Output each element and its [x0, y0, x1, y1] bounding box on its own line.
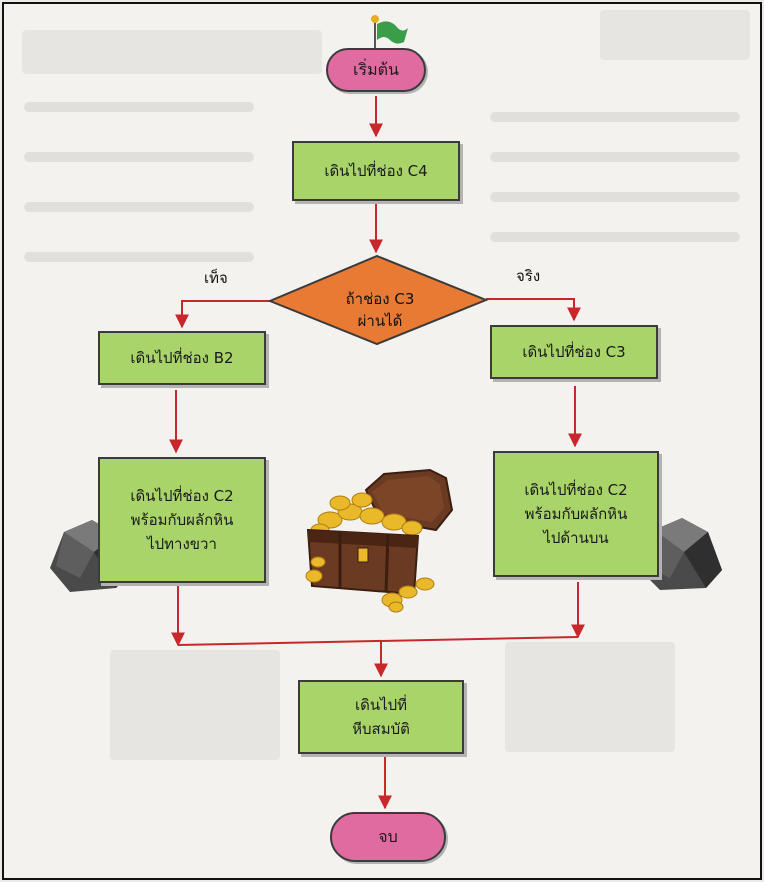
- process-box-false-c2: เดินไปที่ช่อง C2 พร้อมกับผลักหิน ไปทางขว…: [98, 457, 266, 583]
- process-box-treasure: เดินไปที่ หีบสมบัติ: [298, 680, 464, 754]
- end-label: จบ: [378, 826, 398, 846]
- process-line-2: พร้อมกับผลักหิน: [524, 505, 628, 523]
- process-line-1: เดินไปที่: [354, 696, 408, 714]
- process-line-2: หีบสมบัติ: [352, 720, 410, 738]
- arrow-decision-to-false: [175, 300, 270, 329]
- background-faded-text: [490, 232, 740, 242]
- decision-line-1: ถ้าช่อง C3: [345, 290, 415, 308]
- process-line-1: เดินไปที่ช่อง C2: [130, 487, 234, 505]
- background-faded-block: [600, 10, 750, 60]
- background-faded-text: [490, 192, 740, 202]
- process-box-true-c2: เดินไปที่ช่อง C2 พร้อมกับผลักหิน ไปด้านบ…: [493, 451, 659, 577]
- false-branch-label: เท็จ: [204, 269, 228, 287]
- process-box-b2: เดินไปที่ช่อง B2: [98, 331, 266, 385]
- treasure-chest-icon: [305, 468, 454, 613]
- process-line-1: เดินไปที่ช่อง C2: [524, 481, 628, 499]
- process-box-c4: เดินไปที่ช่อง C4: [292, 141, 460, 201]
- end-terminal: จบ: [330, 812, 446, 862]
- background-faded-text: [24, 252, 254, 262]
- background-faded-block: [22, 30, 322, 74]
- background-faded-block: [505, 642, 675, 752]
- process-label: เดินไปที่ช่อง C4: [324, 162, 428, 180]
- arrow-decision-to-true: [486, 298, 581, 322]
- process-line-3: ไปทางขวา: [147, 535, 217, 553]
- background-faded-text: [490, 152, 740, 162]
- flag-icon: [371, 15, 408, 50]
- background-faded-text: [490, 112, 740, 122]
- background-faded-text: [24, 102, 254, 112]
- decision-diamond: [267, 254, 489, 346]
- background-faded-block: [110, 650, 280, 760]
- process-label: เดินไปที่ช่อง C3: [522, 343, 626, 361]
- decision-line-2: ผ่านได้: [357, 312, 403, 330]
- background-faded-text: [24, 202, 254, 212]
- background-faded-text: [24, 152, 254, 162]
- process-line-3: ไปด้านบน: [543, 529, 609, 547]
- start-terminal: เริ่มต้น: [326, 48, 426, 92]
- start-label: เริ่มต้น: [353, 59, 399, 79]
- true-branch-label: จริง: [516, 267, 541, 285]
- merge-line: [177, 636, 579, 646]
- process-line-2: พร้อมกับผลักหิน: [130, 511, 234, 529]
- process-label: เดินไปที่ช่อง B2: [130, 349, 234, 367]
- decision-label: ถ้าช่อง C3 ผ่านได้: [300, 280, 460, 340]
- process-box-c3: เดินไปที่ช่อง C3: [490, 325, 658, 379]
